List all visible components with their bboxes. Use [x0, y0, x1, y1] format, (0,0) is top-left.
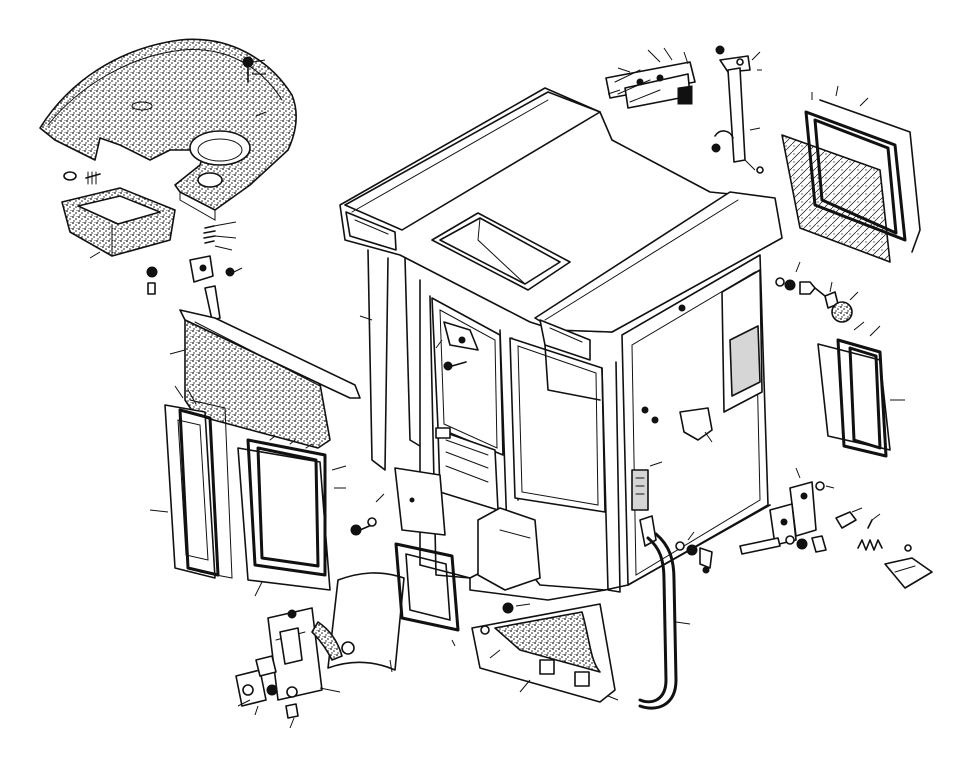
hinge-pin-set: [739, 535, 827, 555]
access-panel-seal: [394, 542, 460, 647]
latch-bracket: [769, 467, 835, 546]
grab-handle: [638, 515, 691, 710]
tray-screw: [146, 266, 158, 295]
roof-liner-panel: [39, 38, 297, 221]
cab-frame: [339, 87, 783, 601]
mount-spring-bracket: [189, 221, 243, 283]
door-hinge-assembly: [235, 607, 355, 729]
left-window-seal: [174, 385, 220, 577]
wiper-arm: [711, 45, 764, 174]
left-window-glass: [149, 399, 233, 579]
tray-fasteners: [63, 171, 101, 185]
door-window-seal: [246, 435, 347, 577]
latch-plate: [884, 544, 933, 589]
step-plate-bracket: [471, 602, 619, 703]
rear-window-seal: [804, 85, 921, 253]
door-bolt-set: [350, 493, 385, 536]
wiper-bracket: [605, 47, 696, 109]
latch-spring: [835, 507, 883, 551]
storage-tray: [61, 187, 176, 259]
small-side-window-seal: [836, 321, 888, 458]
rear-window-glass: [781, 134, 891, 263]
mirror-bolt-set: [775, 261, 859, 323]
small-side-window: [817, 343, 905, 451]
upper-trim-panel: [169, 285, 361, 449]
roof-bolt: [242, 56, 267, 117]
step-bolt-set: [675, 531, 713, 574]
